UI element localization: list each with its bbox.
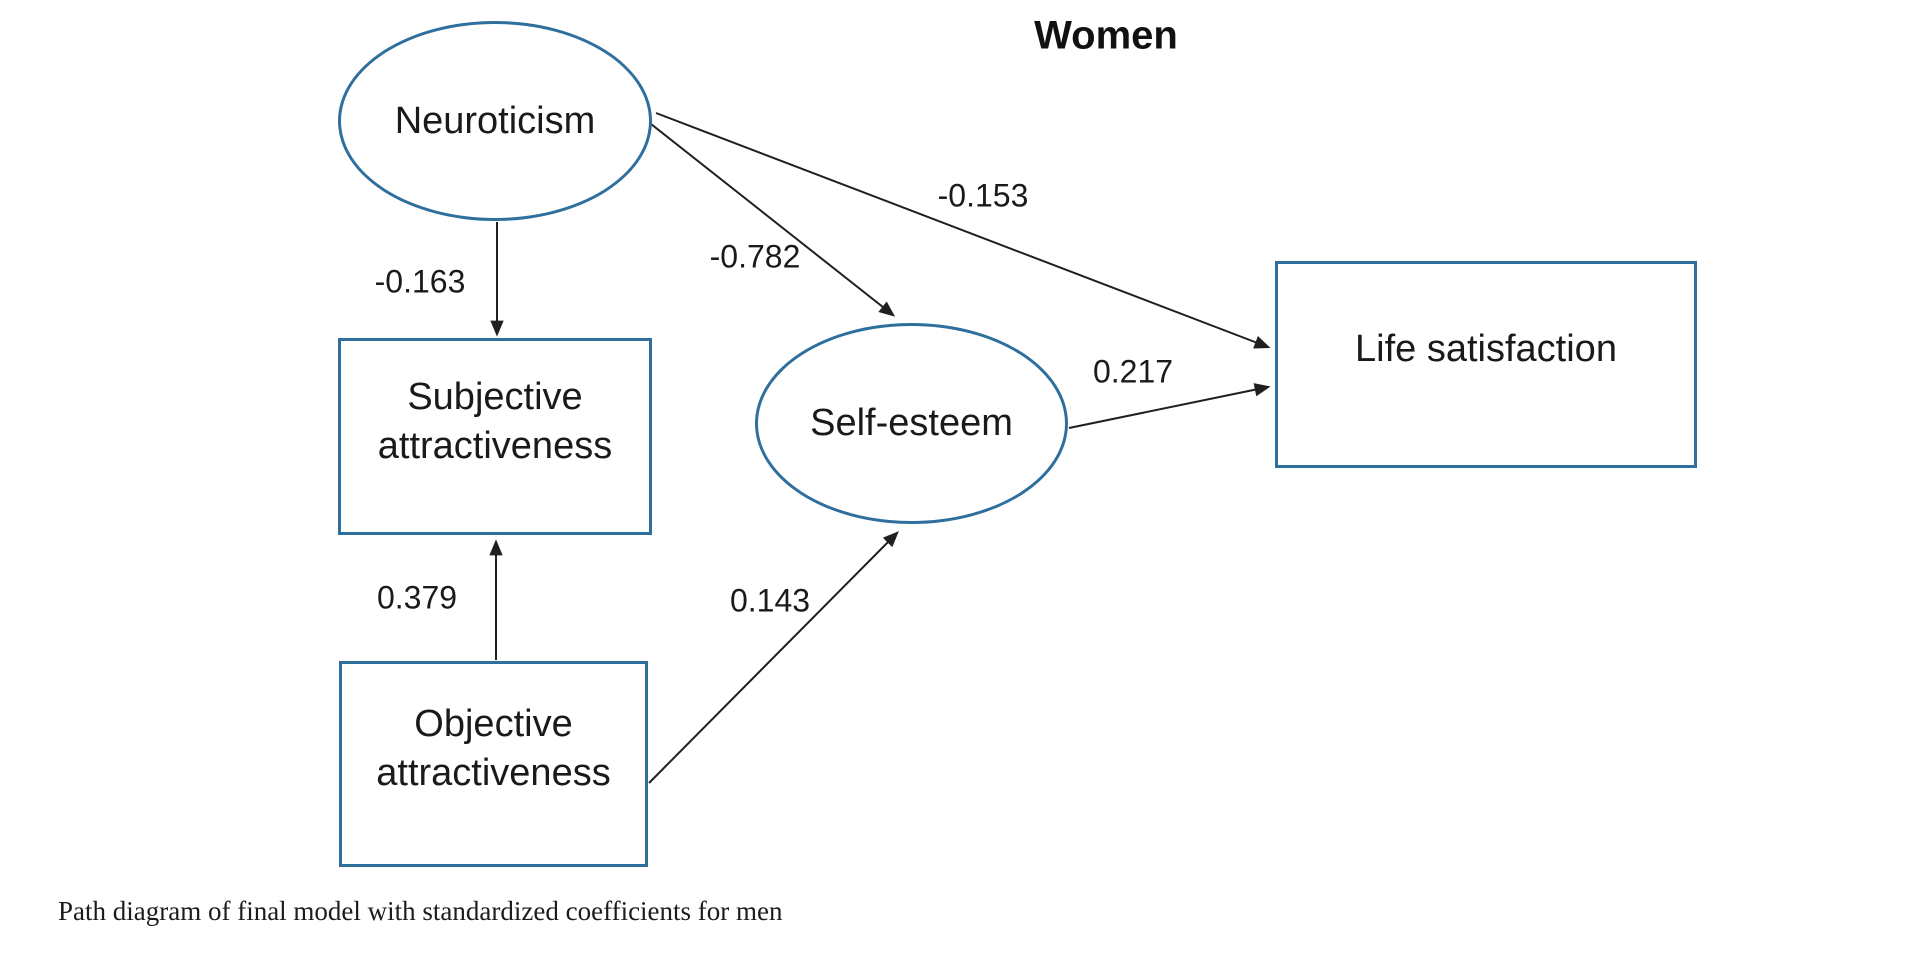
node-life-satisfaction-label: Life satisfaction xyxy=(1355,328,1617,371)
node-self-esteem: Self-esteem xyxy=(755,323,1068,524)
node-life-satisfaction: Life satisfaction xyxy=(1275,261,1697,468)
coefficient-neuroticism-subjective: -0.163 xyxy=(374,263,466,300)
coefficient-neuroticism-life-satisfaction: -0.153 xyxy=(937,177,1029,214)
diagram-title: Women xyxy=(1034,13,1178,58)
node-self-esteem-label: Self-esteem xyxy=(810,402,1013,445)
coefficient-objective-subjective: 0.379 xyxy=(376,579,458,616)
coefficient-neuroticism-self-esteem: -0.782 xyxy=(709,238,801,275)
node-neuroticism: Neuroticism xyxy=(338,21,652,221)
node-neuroticism-label: Neuroticism xyxy=(394,99,596,142)
node-subjective-attractiveness-label: Subjective attractiveness xyxy=(377,375,613,467)
edge-objective-attractiveness-to-self-esteem xyxy=(648,531,899,784)
edge-neuroticism-to-life-satisfaction xyxy=(655,112,1271,349)
figure-caption: Path diagram of final model with standar… xyxy=(58,896,783,926)
edge-neuroticism-to-self-esteem xyxy=(650,123,896,317)
node-subjective-attractiveness: Subjective attractiveness xyxy=(338,338,652,535)
coefficient-self-esteem-life-satisfaction: 0.217 xyxy=(1092,353,1174,390)
node-objective-attractiveness: Objective attractiveness xyxy=(339,661,648,867)
coefficient-objective-self-esteem: 0.143 xyxy=(729,582,811,619)
edge-self-esteem-to-life-satisfaction xyxy=(1068,383,1271,429)
node-objective-attractiveness-label: Objective attractiveness xyxy=(376,703,611,794)
